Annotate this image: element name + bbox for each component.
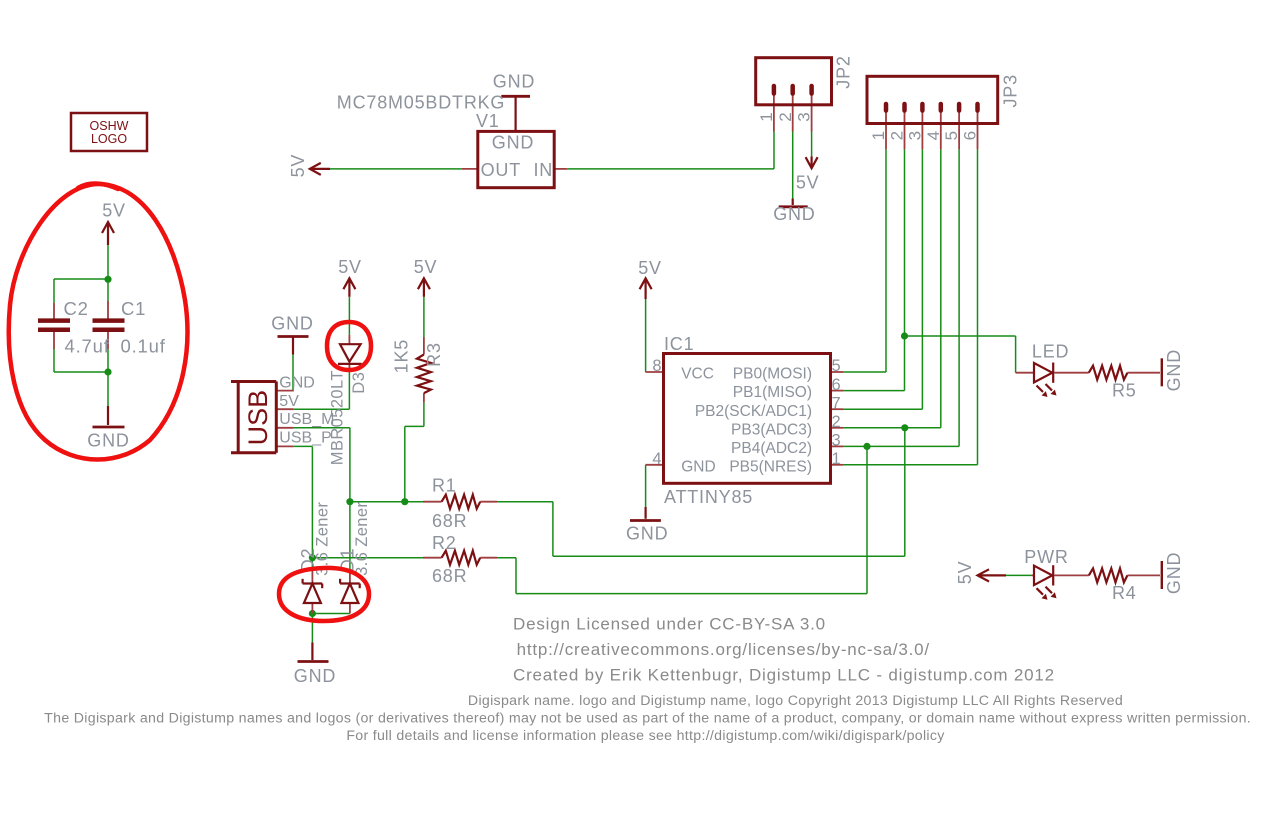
svg-text:For full details and license i: For full details and license information… <box>346 728 945 744</box>
svg-text:PWR: PWR <box>1024 547 1068 567</box>
svg-text:C1: C1 <box>121 298 146 319</box>
svg-text:5V: 5V <box>338 257 362 277</box>
svg-text:ATTINY85: ATTINY85 <box>664 487 753 507</box>
svg-text:6: 6 <box>832 376 841 394</box>
svg-text:OSHW: OSHW <box>90 119 129 133</box>
svg-text:5V: 5V <box>414 257 438 277</box>
svg-text:5V: 5V <box>279 393 299 410</box>
svg-text:3.6 Zener: 3.6 Zener <box>353 502 371 576</box>
svg-text:D3: D3 <box>350 372 368 394</box>
svg-text:R5: R5 <box>1112 381 1137 401</box>
svg-text:R2: R2 <box>432 533 457 553</box>
svg-text:GND: GND <box>279 375 315 392</box>
svg-text:R1: R1 <box>432 476 457 496</box>
svg-text:USB_M: USB_M <box>279 411 334 428</box>
svg-text:JP3: JP3 <box>1000 74 1020 107</box>
svg-text:68R: 68R <box>432 511 467 531</box>
svg-text:1: 1 <box>869 131 888 140</box>
svg-text:3: 3 <box>795 112 814 121</box>
svg-text:68R: 68R <box>432 566 467 586</box>
svg-text:D1: D1 <box>338 548 358 573</box>
svg-text:GND: GND <box>681 458 715 475</box>
svg-text:4: 4 <box>652 450 661 468</box>
svg-text:0.1uf: 0.1uf <box>121 336 166 357</box>
svg-text:IC1: IC1 <box>664 334 694 354</box>
svg-text:5: 5 <box>942 131 961 140</box>
svg-text:7: 7 <box>832 394 841 412</box>
svg-text:PB4(ADC2): PB4(ADC2) <box>731 440 812 457</box>
svg-text:PB2(SCK/ADC1): PB2(SCK/ADC1) <box>695 403 812 420</box>
svg-text:D2: D2 <box>298 548 318 573</box>
svg-text:IN: IN <box>534 160 554 180</box>
svg-text:3.6 Zener: 3.6 Zener <box>314 502 332 576</box>
svg-text:LED: LED <box>1032 342 1069 362</box>
svg-text:5V: 5V <box>102 201 126 221</box>
svg-text:Design Licensed under CC-BY-SA: Design Licensed under CC-BY-SA 3.0 <box>513 615 826 634</box>
svg-text:5V: 5V <box>955 561 975 585</box>
svg-text:5V: 5V <box>638 258 662 278</box>
svg-text:2: 2 <box>888 131 907 140</box>
svg-text:4: 4 <box>924 131 943 140</box>
svg-text:3: 3 <box>832 432 841 450</box>
svg-text:C2: C2 <box>64 298 89 319</box>
svg-text:USB_P: USB_P <box>279 429 331 446</box>
svg-text:GND: GND <box>773 204 815 224</box>
svg-text:GND: GND <box>87 431 129 451</box>
svg-text:PB5(NRES): PB5(NRES) <box>729 458 812 475</box>
svg-text:GND: GND <box>271 314 313 334</box>
svg-text:5: 5 <box>832 357 841 375</box>
svg-text:R3: R3 <box>424 342 444 367</box>
svg-text:V1: V1 <box>476 111 500 131</box>
svg-text:2: 2 <box>832 413 841 431</box>
svg-text:PB1(MISO): PB1(MISO) <box>733 384 812 401</box>
svg-text:LOGO: LOGO <box>91 132 127 146</box>
svg-text:GND: GND <box>626 524 668 544</box>
svg-text:3: 3 <box>905 131 924 140</box>
svg-text:5V: 5V <box>796 173 820 193</box>
svg-text:GND: GND <box>294 666 336 686</box>
svg-text:http://creativecommons.org/lic: http://creativecommons.org/licenses/by-n… <box>517 640 930 659</box>
svg-text:1: 1 <box>832 450 841 468</box>
svg-text:MC78M05BDTRKG: MC78M05BDTRKG <box>337 92 505 112</box>
svg-text:PB0(MOSI): PB0(MOSI) <box>733 366 812 383</box>
svg-text:1K5: 1K5 <box>392 339 412 373</box>
svg-text:2: 2 <box>776 112 795 121</box>
svg-text:PB3(ADC3): PB3(ADC3) <box>731 421 812 438</box>
svg-text:4.7uf: 4.7uf <box>65 336 110 357</box>
svg-text:VCC: VCC <box>681 366 714 383</box>
svg-text:6: 6 <box>961 131 980 140</box>
svg-text:Digispark name. logo and Digis: Digispark name. logo and Digistump name,… <box>468 693 1123 709</box>
svg-text:USB: USB <box>243 390 273 446</box>
svg-text:MBR0520LT: MBR0520LT <box>329 370 347 465</box>
svg-text:Created by Erik Kettenbugr, Di: Created by Erik Kettenbugr, Digistump LL… <box>513 666 1055 685</box>
svg-text:GND: GND <box>1164 552 1184 594</box>
svg-text:8: 8 <box>652 357 661 375</box>
svg-text:GND: GND <box>492 133 534 153</box>
svg-text:The Digispark and Digistump na: The Digispark and Digistump names and lo… <box>44 711 1251 727</box>
svg-text:R4: R4 <box>1112 583 1137 603</box>
svg-text:GND: GND <box>1164 349 1184 391</box>
svg-text:1: 1 <box>757 112 776 121</box>
svg-text:GND: GND <box>493 72 535 92</box>
svg-text:OUT: OUT <box>481 160 521 180</box>
svg-text:5V: 5V <box>288 154 308 178</box>
svg-text:JP2: JP2 <box>833 55 853 88</box>
